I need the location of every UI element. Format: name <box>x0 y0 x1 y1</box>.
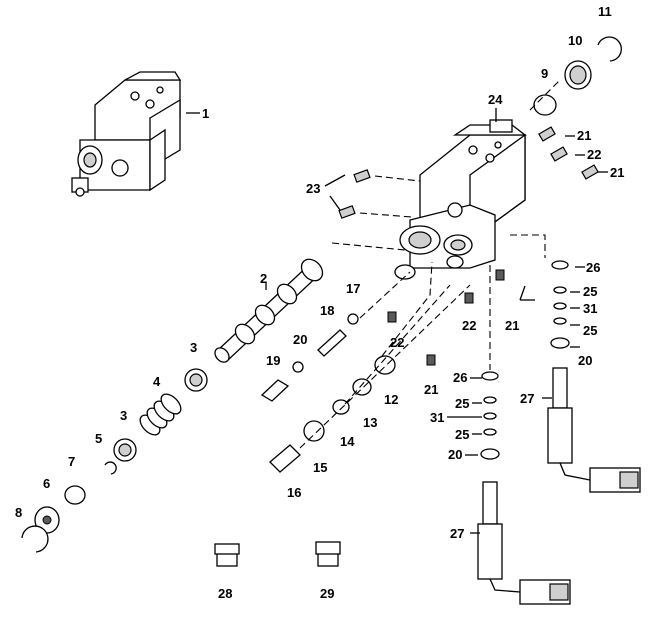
oring-13 <box>352 378 372 396</box>
callout-4: 4 <box>153 374 161 389</box>
callout-12: 12 <box>384 392 398 407</box>
plug-22b <box>464 292 474 304</box>
oring-7 <box>64 485 86 505</box>
callout-31-center: 31 <box>430 410 444 425</box>
leader-lines <box>447 135 608 534</box>
callout-1: 1 <box>202 106 209 121</box>
circlip-8 <box>21 525 49 553</box>
small-plugs-top-right <box>538 126 599 180</box>
callout-2: 2 <box>260 271 267 286</box>
callout-26-center: 26 <box>453 370 467 385</box>
pin-18 <box>317 329 347 357</box>
callout-22-mid: 22 <box>462 318 476 333</box>
callout-25-c2: 25 <box>455 427 469 442</box>
circlip-11 <box>597 36 622 62</box>
callout-21-mid: 21 <box>505 318 519 333</box>
callout-18: 18 <box>320 303 334 318</box>
callout-labels: 1 2 3 3 4 5 6 7 8 9 10 11 12 13 14 15 16… <box>15 4 624 601</box>
callout-17: 17 <box>346 281 360 296</box>
callout-21-right: 21 <box>610 165 624 180</box>
callout-24: 24 <box>488 92 503 107</box>
clip-5 <box>104 461 117 475</box>
plug-21 <box>426 354 436 366</box>
callout-20-left: 20 <box>293 332 307 347</box>
callout-20-right: 20 <box>578 353 592 368</box>
callout-10: 10 <box>568 33 582 48</box>
callout-22-top: 22 <box>587 147 601 162</box>
callout-21-top: 21 <box>577 128 591 143</box>
callout-7: 7 <box>68 454 75 469</box>
oring-9 <box>533 94 557 116</box>
callout-13: 13 <box>363 415 377 430</box>
assembled-valve-part-1 <box>71 71 200 197</box>
assembly-lines <box>299 79 561 449</box>
callout-15: 15 <box>313 460 327 475</box>
callout-27-right: 27 <box>520 391 534 406</box>
callout-16: 16 <box>287 485 301 500</box>
center-small-parts <box>260 269 505 473</box>
callout-3-upper: 3 <box>190 340 197 355</box>
callout-31-right: 31 <box>583 301 597 316</box>
callout-23: 23 <box>306 181 320 196</box>
plugs-part-23 <box>324 169 371 219</box>
spool-part-2 <box>214 258 324 363</box>
callout-11: 11 <box>598 4 612 19</box>
callout-6: 6 <box>43 476 50 491</box>
plug-21b <box>495 269 505 281</box>
oring-12 <box>374 355 396 375</box>
callout-21-low: 21 <box>424 382 438 397</box>
callout-27-center: 27 <box>450 526 464 541</box>
sensor-stack-center <box>477 371 571 605</box>
callout-25-r2: 25 <box>583 323 597 338</box>
plugs-28-29 <box>214 541 341 567</box>
callout-3-lower: 3 <box>120 408 127 423</box>
ring-20 <box>292 361 304 373</box>
spring-end-parts <box>21 368 208 553</box>
fitting-19 <box>260 379 290 402</box>
plug-22 <box>387 311 397 323</box>
callout-9: 9 <box>541 66 548 81</box>
callout-25-r1: 25 <box>583 284 597 299</box>
sensor-stack-right <box>547 260 641 493</box>
callout-25-c1: 25 <box>455 396 469 411</box>
fitting-16 <box>269 444 301 473</box>
callout-14: 14 <box>340 434 355 449</box>
callout-28: 28 <box>218 586 232 601</box>
callout-8: 8 <box>15 505 22 520</box>
spring-4 <box>139 393 182 436</box>
callout-19: 19 <box>266 353 280 368</box>
washer-15 <box>303 420 325 442</box>
callout-22-low: 22 <box>390 335 404 350</box>
callout-26-right: 26 <box>586 260 600 275</box>
ball-17 <box>347 313 359 325</box>
valve-body-part-24 <box>394 108 527 280</box>
callout-5: 5 <box>95 431 102 446</box>
callout-20-center: 20 <box>448 447 462 462</box>
callout-29: 29 <box>320 586 334 601</box>
